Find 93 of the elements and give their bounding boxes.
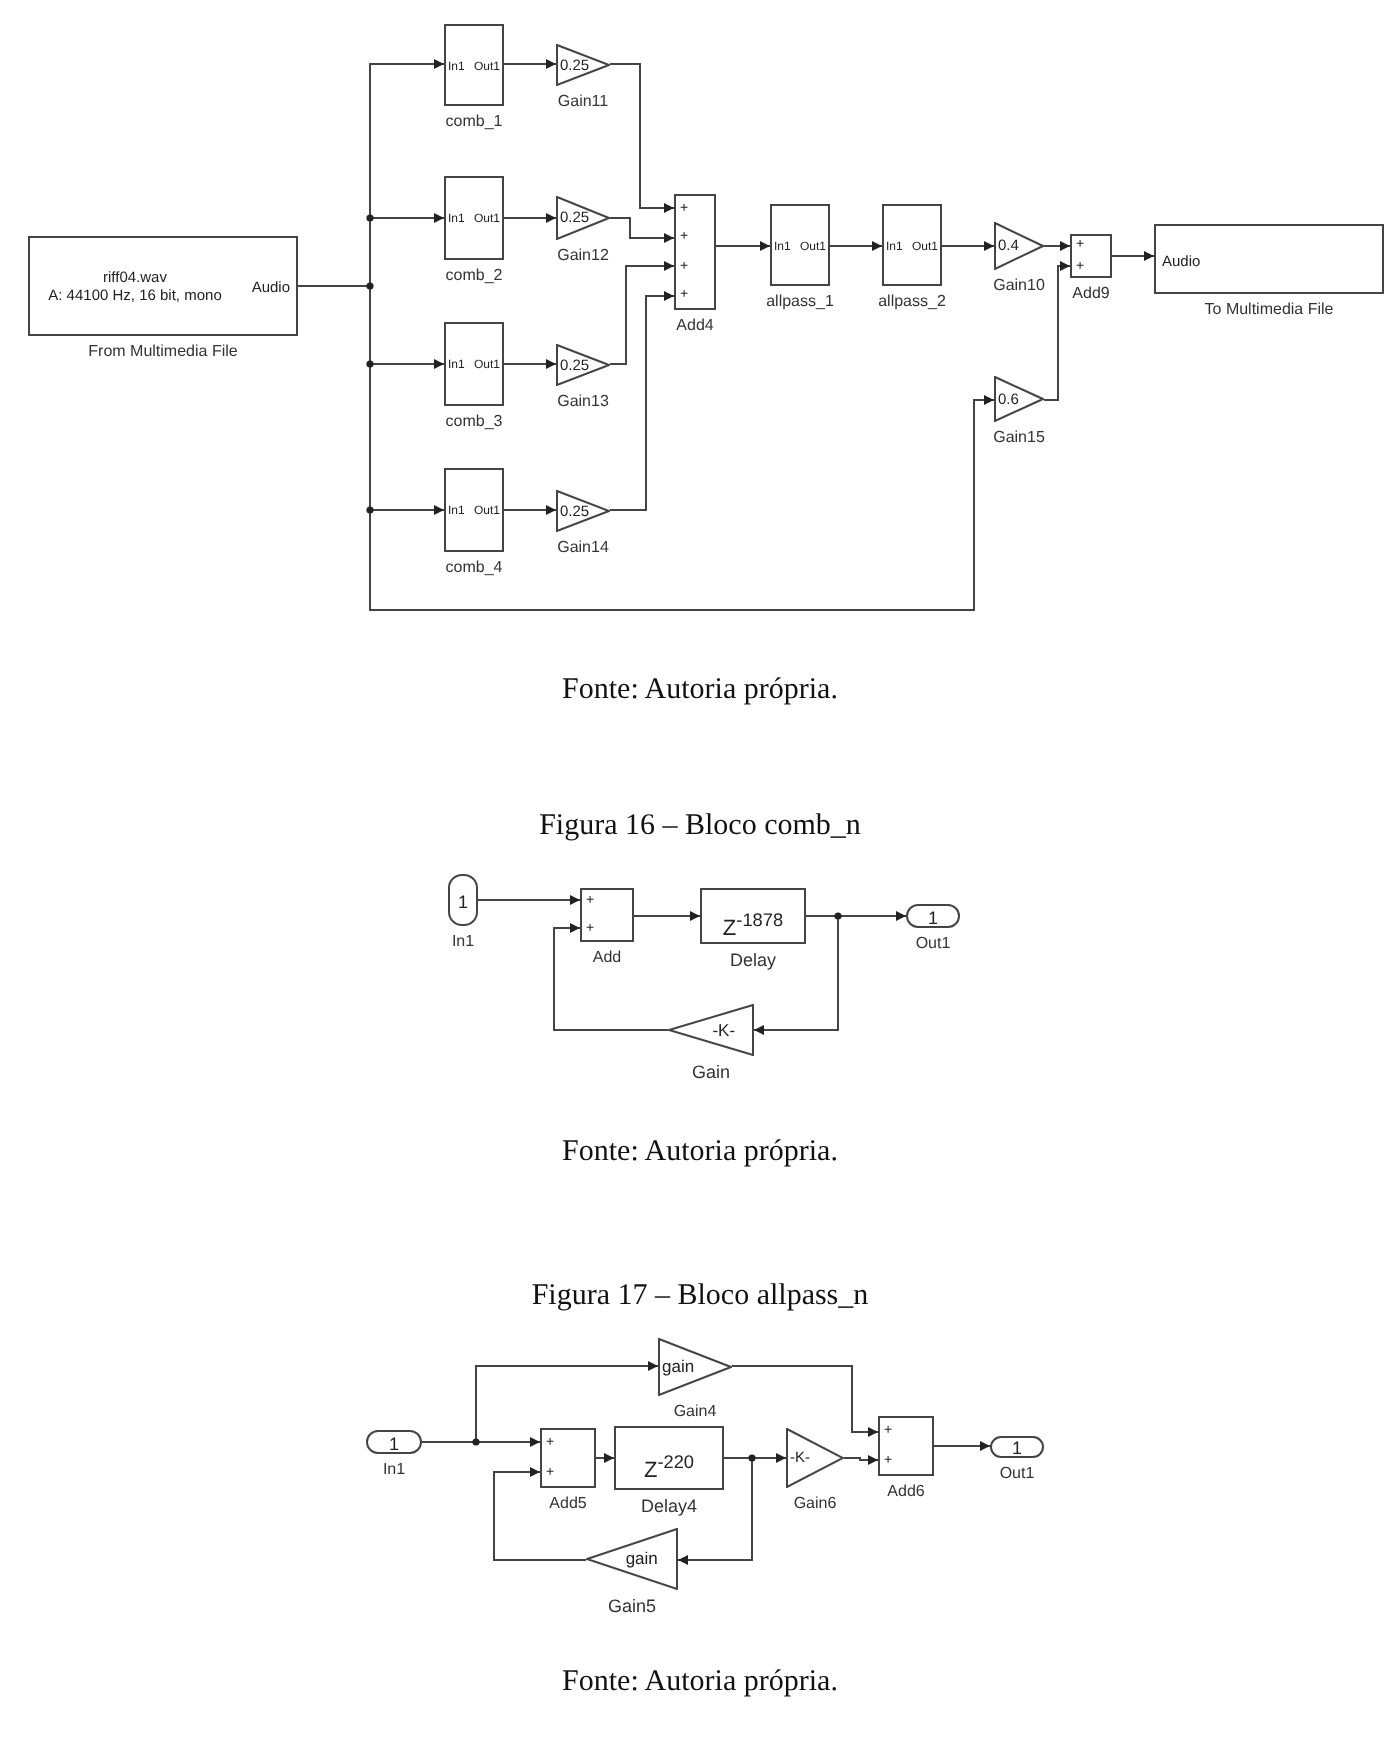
signal-arrow xyxy=(477,895,581,905)
subsystem-block xyxy=(770,204,830,286)
block-label: Add xyxy=(592,950,622,966)
signal-arrow xyxy=(609,63,675,213)
gain-value: -K- xyxy=(712,1021,736,1039)
block-label: Gain6 xyxy=(793,1496,837,1512)
block-label: To Multimedia File xyxy=(1204,302,1334,318)
sum-block xyxy=(1070,234,1112,278)
block-label: Add6 xyxy=(887,1484,925,1500)
source-note: Fonte: Autoria própria. xyxy=(560,676,840,706)
port-number: 1 xyxy=(455,893,470,911)
sum-block xyxy=(674,194,716,310)
block-label: In1 xyxy=(382,1462,406,1478)
port-number: 1 xyxy=(1009,1440,1024,1458)
block-label: Add5 xyxy=(549,1496,587,1512)
block-label: Out1 xyxy=(999,1466,1035,1482)
block-label: comb_3 xyxy=(445,414,503,430)
source-block xyxy=(28,236,298,336)
block-label: Gain11 xyxy=(557,94,609,110)
signal-arrow xyxy=(677,1457,753,1565)
source-note: Fonte: Autoria própria. xyxy=(560,1138,840,1168)
delay-block xyxy=(614,1426,724,1490)
block-label: Gain5 xyxy=(607,1598,657,1616)
gain-triangle xyxy=(786,1428,844,1488)
block-label: From Multimedia File xyxy=(88,344,238,360)
block-label: In1 xyxy=(451,934,475,950)
signal-arrow xyxy=(1111,251,1155,261)
subsystem-block xyxy=(444,322,504,406)
block-label: Gain15 xyxy=(993,430,1045,446)
signal-arrow xyxy=(753,915,839,1035)
gain-triangle xyxy=(994,376,1044,422)
block-label: Out1 xyxy=(915,936,951,952)
gain-triangle xyxy=(668,1004,754,1056)
signal-arrow xyxy=(503,213,557,223)
block-label: Gain4 xyxy=(673,1404,717,1420)
block-label: comb_1 xyxy=(445,114,503,130)
sum-block xyxy=(580,888,634,942)
signal-arrow xyxy=(493,1467,587,1561)
subsystem-block xyxy=(444,468,504,552)
block-label: Delay4 xyxy=(641,1498,697,1516)
block-label: allpass_2 xyxy=(878,294,946,310)
source-note: Fonte: Autoria própria. xyxy=(560,1668,840,1698)
subsystem-block xyxy=(882,204,942,286)
signal-arrow xyxy=(731,1365,879,1437)
signal-arrow xyxy=(633,911,701,921)
signal-arrow xyxy=(1043,261,1071,401)
signal-arrow xyxy=(503,59,557,69)
signal-arrow xyxy=(553,923,669,1031)
signal-arrow xyxy=(933,1441,991,1451)
block-label: Gain13 xyxy=(557,394,609,410)
sink-block xyxy=(1154,224,1384,294)
gain-triangle xyxy=(556,196,610,240)
delay-block xyxy=(700,888,806,944)
gain-triangle xyxy=(556,490,610,532)
block-label: Gain xyxy=(692,1064,730,1082)
gain-triangle xyxy=(556,44,610,86)
signal-arrow xyxy=(609,217,675,243)
signal-arrow xyxy=(503,505,557,515)
port-number: 1 xyxy=(925,909,940,927)
signal-arrow xyxy=(609,291,675,511)
sum-block xyxy=(540,1428,596,1488)
block-label: Gain10 xyxy=(993,278,1045,294)
block-label: Delay xyxy=(730,952,776,970)
gain-triangle xyxy=(994,222,1044,270)
signal-arrow xyxy=(1043,241,1071,251)
block-label: Gain14 xyxy=(557,540,609,556)
block-label: comb_2 xyxy=(445,268,503,284)
block-label: Gain12 xyxy=(557,248,609,264)
transfer-function: Z$^{-1878}$ xyxy=(720,912,786,942)
port-number: 1 xyxy=(386,1435,401,1453)
gain-triangle xyxy=(556,344,610,386)
figure-title: Figura 17 – Bloco allpass_n xyxy=(529,1282,871,1312)
gain-value: gain xyxy=(625,1550,658,1568)
signal-arrow xyxy=(829,241,883,251)
signal-arrow xyxy=(609,261,675,365)
subsystem-block xyxy=(444,176,504,260)
block-label: allpass_1 xyxy=(766,294,834,310)
signal-arrow xyxy=(715,241,771,251)
signal-arrow xyxy=(503,359,557,369)
gain-triangle xyxy=(658,1338,732,1396)
gain-value: gain xyxy=(662,1358,695,1376)
signal-arrow xyxy=(595,1453,615,1463)
transfer-function: Z$^{-220}$ xyxy=(641,1454,697,1484)
signal-arrow xyxy=(941,241,995,251)
sum-block xyxy=(878,1416,934,1476)
block-label: Add4 xyxy=(676,318,714,334)
subsystem-block xyxy=(444,24,504,106)
signal-arrow xyxy=(843,1455,879,1465)
figure-title: Figura 16 – Bloco comb_n xyxy=(537,812,863,842)
gain-triangle xyxy=(586,1528,678,1590)
block-label: Add9 xyxy=(1072,286,1110,302)
signal-arrow xyxy=(421,1361,659,1443)
block-label: comb_4 xyxy=(445,560,503,576)
